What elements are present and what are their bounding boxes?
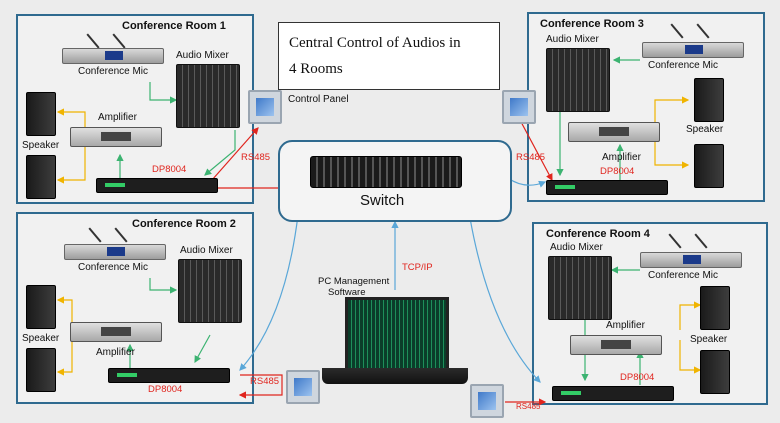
r3-dp8004-icon <box>546 180 668 195</box>
r2-dp8004-icon <box>108 368 230 383</box>
r4-speaker-1-icon <box>700 286 730 330</box>
r1-speaker-2-icon <box>26 155 56 199</box>
r3-control-panel-icon <box>502 90 536 124</box>
diagram-title-box: Central Control of Audios in 4 Rooms <box>278 22 500 90</box>
net-switch-to-r4 <box>469 217 541 383</box>
r4-rs485-label: RS485 <box>516 402 541 411</box>
room-3-title: Conference Room 3 <box>540 18 644 30</box>
r3-dp-label: DP8004 <box>600 166 635 177</box>
r2-conference-mic-icon <box>64 244 166 260</box>
r3-amplifier-label: Amplifier <box>602 152 641 163</box>
r2-amplifier-icon <box>70 322 162 342</box>
room-2-title: Conference Room 2 <box>132 218 236 230</box>
r1-speaker-1-icon <box>26 92 56 136</box>
pc-label-line1: PC Management <box>318 276 390 287</box>
r3-audio-mixer-icon <box>546 48 610 112</box>
control-panel-label: Control Panel <box>288 94 349 105</box>
r2-mic-label: Conference Mic <box>78 262 149 273</box>
network-switch-icon <box>310 156 462 188</box>
r3-speaker-2-icon <box>694 144 724 188</box>
r2-speaker-1-icon <box>26 285 56 329</box>
r4-audio-mixer-icon <box>548 256 612 320</box>
r4-speaker-label: Speaker <box>690 334 728 345</box>
r1-dp-label: DP8004 <box>152 164 187 175</box>
pc-label-line2: Software <box>328 287 366 298</box>
tcpip-label: TCP/IP <box>402 262 433 273</box>
r1-speaker-label: Speaker <box>22 140 60 151</box>
r1-conference-mic-icon <box>62 48 164 64</box>
r4-amplifier-label: Amplifier <box>606 320 645 331</box>
r1-dp8004-icon <box>96 178 218 193</box>
laptop-base-icon <box>322 368 468 384</box>
r2-control-panel-icon <box>286 370 320 404</box>
r1-audio-mixer-icon <box>176 64 240 128</box>
r1-mic-label: Conference Mic <box>78 66 149 77</box>
r3-speaker-label: Speaker <box>686 124 724 135</box>
r3-rs485-label: RS485 <box>516 152 546 163</box>
r2-rs485-label: RS485 <box>250 376 280 387</box>
r2-speaker-2-icon <box>26 348 56 392</box>
r4-mixer-label: Audio Mixer <box>550 242 603 253</box>
r3-conference-mic-icon <box>642 42 744 58</box>
r3-speaker-1-icon <box>694 78 724 122</box>
r4-mic-label: Conference Mic <box>648 270 719 281</box>
r4-control-panel-icon <box>470 384 504 418</box>
r4-dp-label: DP8004 <box>620 372 655 383</box>
laptop-screen-icon <box>345 297 449 371</box>
r1-rs485-label: RS485 <box>241 152 271 163</box>
r3-mixer-label: Audio Mixer <box>546 34 599 45</box>
r1-amplifier-label: Amplifier <box>98 112 137 123</box>
room-4-title: Conference Room 4 <box>546 228 650 240</box>
r2-audio-mixer-icon <box>178 259 242 323</box>
r4-conference-mic-icon <box>640 252 742 268</box>
r3-amplifier-icon <box>568 122 660 142</box>
switch-label: Switch <box>360 192 405 209</box>
r2-speaker-label: Speaker <box>22 333 60 344</box>
r1-control-panel-icon <box>248 90 282 124</box>
r3-mic-label: Conference Mic <box>648 60 719 71</box>
room-1-title: Conference Room 1 <box>122 20 226 32</box>
r2-mixer-label: Audio Mixer <box>180 245 233 256</box>
r1-amplifier-icon <box>70 127 162 147</box>
r1-mixer-label: Audio Mixer <box>176 50 229 61</box>
r2-dp-label: DP8004 <box>148 384 183 395</box>
r2-amplifier-label: Amplifier <box>96 347 135 358</box>
r4-speaker-2-icon <box>700 350 730 394</box>
diagram-title-line2: 4 Rooms <box>289 61 343 77</box>
r4-dp8004-icon <box>552 386 674 401</box>
diagram-title-line1: Central Control of Audios in <box>289 35 461 51</box>
r4-amplifier-icon <box>570 335 662 355</box>
